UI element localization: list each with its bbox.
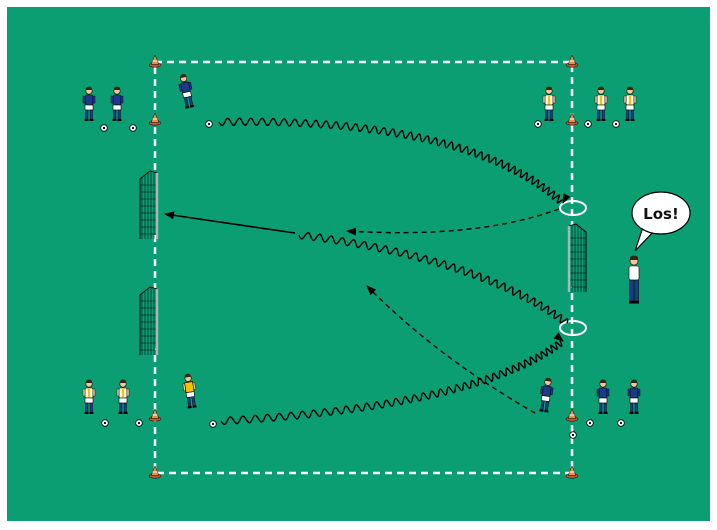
ball [618, 420, 625, 427]
ball [130, 125, 137, 132]
ball [210, 421, 217, 428]
ball [101, 125, 108, 132]
goal-left-top [140, 171, 157, 239]
drill-diagram: Los! [7, 7, 710, 521]
ball [206, 121, 213, 128]
ball [535, 121, 542, 128]
ball [587, 420, 594, 427]
soccer-field: Los! [7, 7, 710, 521]
ball [570, 432, 577, 439]
ball [585, 121, 592, 128]
goal-right [569, 224, 586, 292]
ball [102, 420, 109, 427]
speech-bubble-text: Los! [643, 205, 679, 223]
pitch-background [7, 7, 710, 521]
goal-left-bottom [140, 287, 157, 355]
ball [613, 121, 620, 128]
ball [136, 420, 143, 427]
